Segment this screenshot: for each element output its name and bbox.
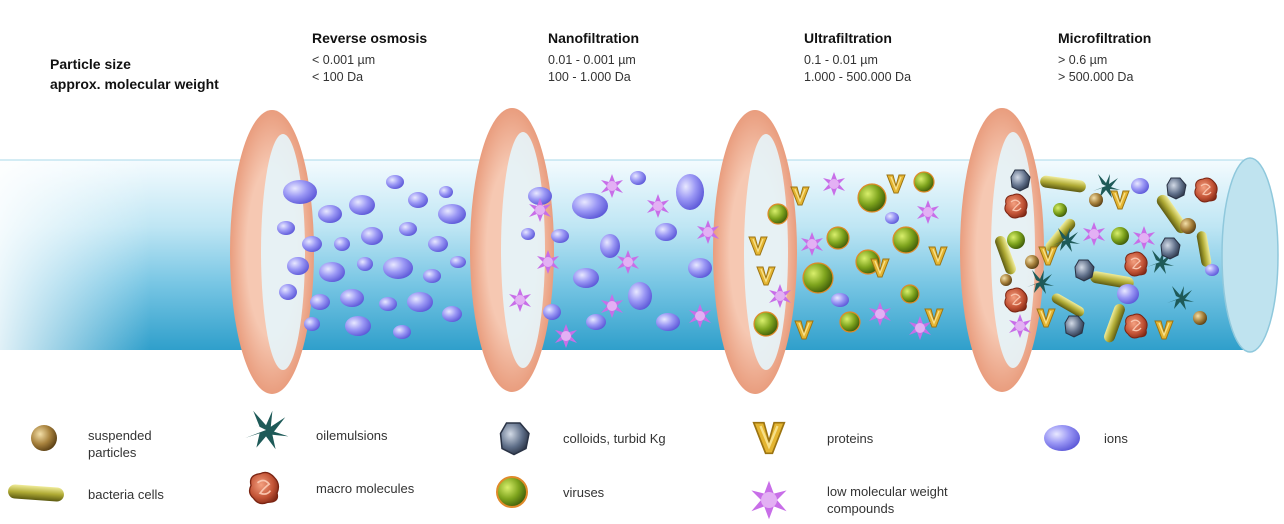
stage-reverse-osmosis: Reverse osmosis < 0.001 µm < 100 Da (312, 30, 512, 86)
legend-colloids: colloids, turbid Kg (563, 430, 666, 447)
legend-viruses: viruses (563, 484, 604, 501)
suspended-particle-icon (31, 425, 57, 451)
ion-icon (1044, 425, 1080, 451)
pipe (0, 158, 1278, 352)
stage-title: Ultrafiltration (804, 30, 1004, 46)
stage-mw: < 100 Da (312, 69, 512, 86)
legend-suspended-particles: suspended particles (88, 427, 198, 461)
pipe-end-cap (1222, 158, 1278, 352)
colloid-icon (501, 423, 530, 455)
stage-microfiltration: Microfiltration > 0.6 µm > 500.000 Da (1058, 30, 1258, 86)
legend-low-mw-compounds: low molecular weight compounds (827, 483, 997, 517)
stage-size: > 0.6 µm (1058, 52, 1258, 69)
stage-size: < 0.001 µm (312, 52, 512, 69)
macro-molecule-icon (250, 472, 279, 503)
membrane-reverse-osmosis (230, 110, 314, 394)
particle-size-heading: Particle size approx. molecular weight (50, 54, 219, 94)
legend-macro-molecules: macro molecules (316, 480, 414, 497)
legend-ions: ions (1104, 430, 1128, 447)
stage-size: 0.1 - 0.01 µm (804, 52, 1004, 69)
stage-nanofiltration: Nanofiltration 0.01 - 0.001 µm 100 - 1.0… (548, 30, 748, 86)
low-molecular-weight-compound-icon (751, 481, 786, 519)
virus-icon (497, 477, 527, 507)
stage-size: 0.01 - 0.001 µm (548, 52, 748, 69)
legend-bacteria-cells: bacteria cells (88, 486, 164, 503)
stage-mw: 100 - 1.000 Da (548, 69, 748, 86)
membrane-nanofiltration (470, 108, 554, 392)
stage-mw: > 500.000 Da (1058, 69, 1258, 86)
oilemulsion-icon (245, 411, 288, 449)
stage-title: Reverse osmosis (312, 30, 512, 46)
stage-mw: 1.000 - 500.000 Da (804, 69, 1004, 86)
stage-ultrafiltration: Ultrafiltration 0.1 - 0.01 µm 1.000 - 50… (804, 30, 1004, 86)
legend-proteins: proteins (827, 430, 873, 447)
particle-size-label: Particle size (50, 54, 219, 74)
protein-icon (754, 423, 785, 454)
molecular-weight-label: approx. molecular weight (50, 74, 219, 94)
stage-title: Microfiltration (1058, 30, 1258, 46)
stage-title: Nanofiltration (548, 30, 748, 46)
bacteria-cell-icon (8, 484, 65, 502)
legend-oilemulsions: oilemulsions (316, 427, 388, 444)
